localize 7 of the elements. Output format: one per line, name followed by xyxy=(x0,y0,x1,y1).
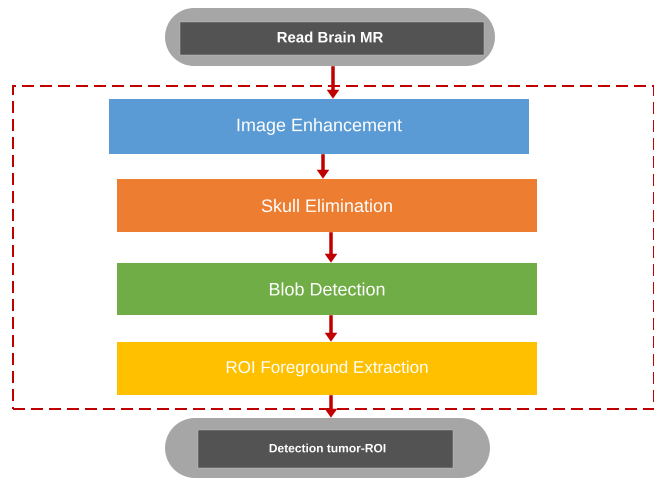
process-box: ROI Foreground Extraction xyxy=(117,342,537,395)
process-box: Skull Elimination xyxy=(117,179,537,232)
terminal-pill: Read Brain MR xyxy=(165,8,495,66)
dashed-group-box xyxy=(12,85,654,410)
process-box: Image Enhancement xyxy=(109,99,529,154)
process-box: Blob Detection xyxy=(117,263,537,315)
terminal-pill: Detection tumor-ROI xyxy=(165,418,490,478)
